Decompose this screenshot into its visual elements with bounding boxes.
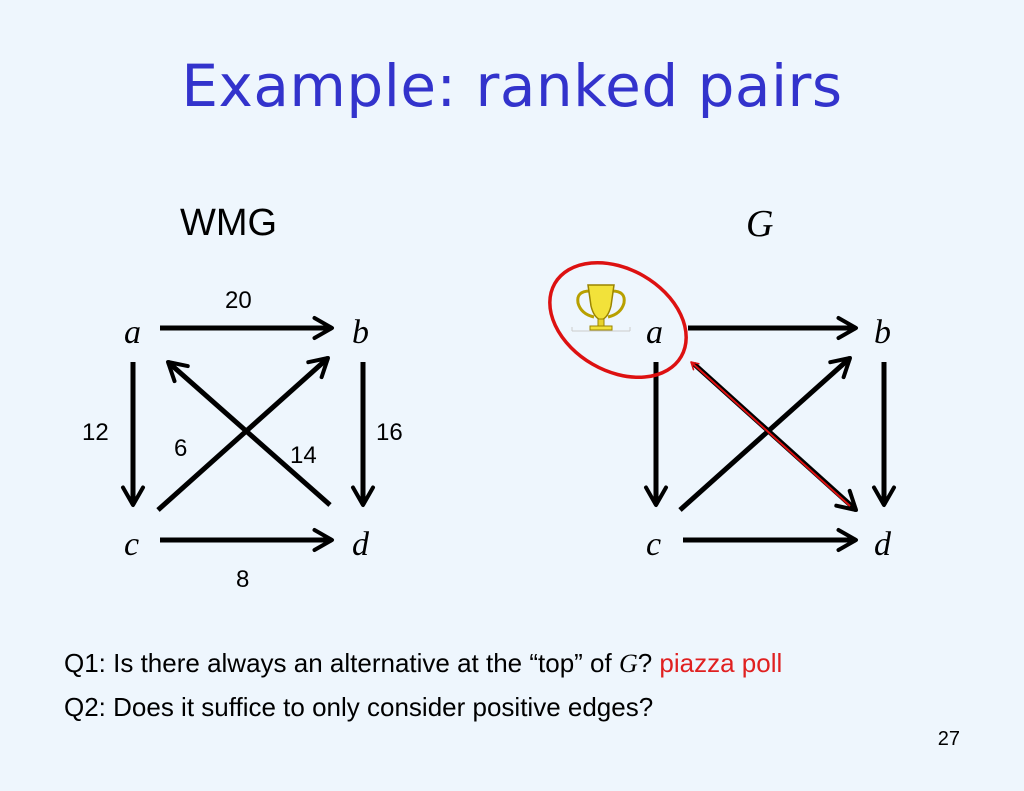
wmg-edge-c-b: [156, 356, 330, 512]
wmg-weight-a-b: 20: [225, 287, 252, 314]
piazza-poll-label: piazza poll: [659, 648, 783, 678]
g-edge-a-d-highlight: [690, 361, 851, 507]
wmg-node-b: b: [352, 314, 369, 351]
question-2: Q2: Does it suffice to only consider pos…: [64, 692, 654, 722]
wmg-weight-c-b: 6: [174, 435, 187, 462]
wmg-weight-a-c: 12: [82, 419, 109, 446]
wmg-node-d: d: [352, 526, 370, 563]
winner-highlight-ellipse: [548, 260, 688, 380]
wmg-heading: WMG: [180, 202, 278, 244]
wmg-node-c: c: [124, 526, 139, 563]
wmg-weight-c-d: 8: [236, 566, 249, 593]
question-1-text: Q1: Is there always an alternative at th…: [64, 648, 619, 678]
wmg-node-a: a: [124, 314, 141, 351]
graph-g-heading: G: [746, 203, 774, 245]
question-1-variable: G: [618, 649, 638, 678]
g-node-a: a: [646, 314, 663, 351]
g-node-d: d: [874, 526, 892, 563]
trophy-icon: [571, 284, 631, 332]
wmg-edge-d-a: [166, 360, 332, 507]
wmg-weight-d-a: 14: [290, 442, 317, 469]
question-1-suffix: ?: [637, 648, 660, 678]
g-node-c: c: [646, 526, 661, 563]
question-1: Q1: Is there always an alternative at th…: [64, 648, 782, 679]
wmg-weight-b-d: 16: [376, 419, 403, 446]
page-number: 27: [937, 728, 960, 750]
slide-title: Example: ranked pairs: [181, 52, 843, 120]
g-graph: a b c d: [548, 260, 896, 563]
g-edge-c-b: [678, 356, 852, 512]
wmg-graph: a b c d 20 12 16 8 6 14: [82, 287, 403, 593]
g-node-b: b: [874, 314, 891, 351]
